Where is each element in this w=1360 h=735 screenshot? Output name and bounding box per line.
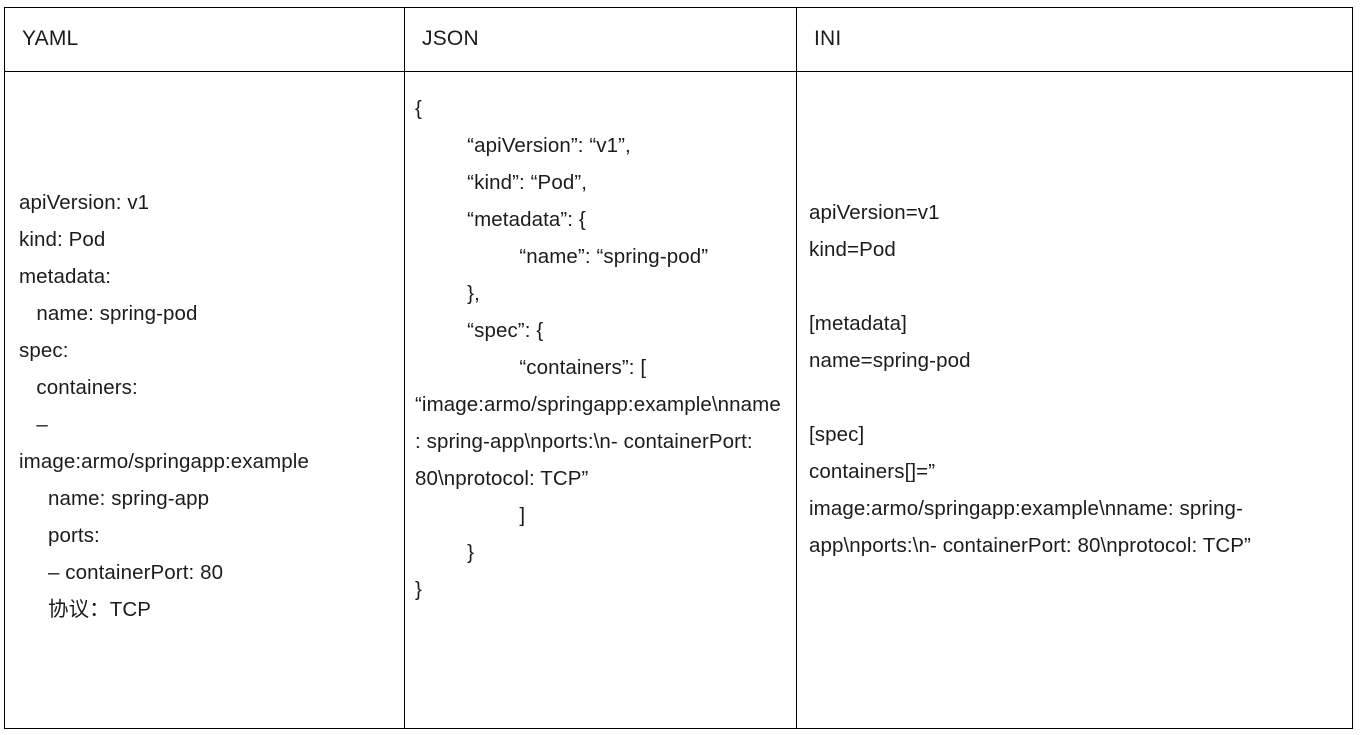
column-header-ini: INI	[796, 7, 1353, 72]
cell-ini: apiVersion=v1 kind=Pod [metadata] name=s…	[796, 71, 1353, 729]
cell-json: { “apiVersion”: “v1”, “kind”: “Pod”, “me…	[404, 71, 797, 729]
column-header-json-label: JSON	[422, 27, 479, 50]
column-header-json: JSON	[404, 7, 797, 72]
json-code-block: { “apiVersion”: “v1”, “kind”: “Pod”, “me…	[415, 97, 781, 601]
column-header-ini-label: INI	[814, 27, 842, 50]
format-comparison-table: YAML JSON INI apiVersion: v1 kind: Pod m…	[4, 7, 1353, 729]
column-header-yaml: YAML	[4, 7, 405, 72]
table-header-row: YAML JSON INI	[4, 7, 1353, 72]
cell-yaml: apiVersion: v1 kind: Pod metadata: name:…	[4, 71, 405, 729]
ini-code-block: apiVersion=v1 kind=Pod [metadata] name=s…	[809, 201, 1251, 557]
column-header-yaml-label: YAML	[22, 27, 79, 50]
yaml-code-block: apiVersion: v1 kind: Pod metadata: name:…	[19, 191, 309, 621]
table-body-row: apiVersion: v1 kind: Pod metadata: name:…	[4, 71, 1353, 729]
